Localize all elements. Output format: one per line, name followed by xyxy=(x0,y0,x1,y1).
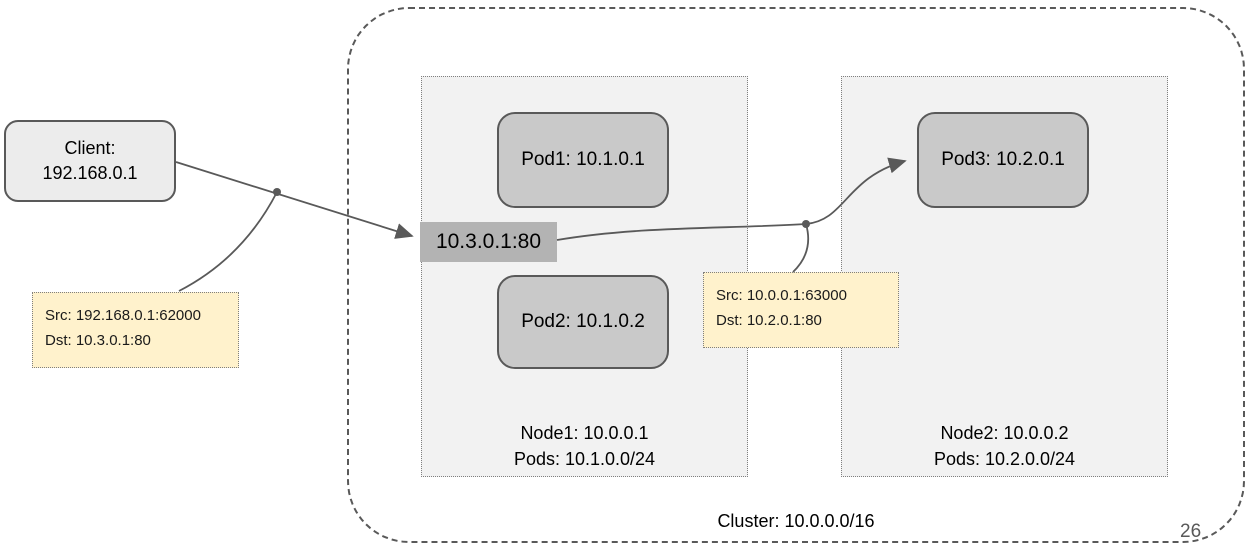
client-label-ip: 192.168.0.1 xyxy=(42,163,138,183)
note-node-packet: Src: 10.0.0.1:63000 Dst: 10.2.0.1:80 xyxy=(703,272,899,348)
page-number: 26 xyxy=(1180,521,1202,542)
node2-label-pods-cidr: Pods: 10.2.0.0/24 xyxy=(933,449,1076,469)
junction-dot-client-line xyxy=(273,188,281,196)
node2-label: Node2: 10.0.0.2 Pods: 10.2.0.0/24 xyxy=(842,420,1167,472)
note-node-packet-src: Src: 10.0.0.1:63000 xyxy=(716,287,847,304)
service-vip-text: 10.3.0.1:80 xyxy=(435,230,542,253)
cluster-boundary xyxy=(347,7,1245,543)
node1-label-pods-cidr: Pods: 10.1.0.0/24 xyxy=(513,449,656,469)
cluster-label: Cluster: 10.0.0.0/16 xyxy=(717,511,875,531)
service-vip-label: 10.3.0.1:80 xyxy=(420,222,557,262)
client-box: Client: 192.168.0.1 xyxy=(4,120,176,202)
pod2-box: Pod2: 10.1.0.2 xyxy=(497,275,669,369)
pod3-box: Pod3: 10.2.0.1 xyxy=(917,112,1089,208)
client-label-title: Client: xyxy=(64,138,116,158)
node2-label-ip: Node2: 10.0.0.2 xyxy=(940,423,1069,443)
note-client-packet-src: Src: 192.168.0.1:62000 xyxy=(45,307,201,324)
line-note1-connector xyxy=(178,191,278,292)
pod3-label: Pod3: 10.2.0.1 xyxy=(941,149,1065,170)
note-node-packet-dst: Dst: 10.2.0.1:80 xyxy=(716,312,822,329)
note-client-packet-dst: Dst: 10.3.0.1:80 xyxy=(45,332,151,349)
pod1-label: Pod1: 10.1.0.1 xyxy=(521,149,645,170)
node1-label-ip: Node1: 10.0.0.1 xyxy=(520,423,649,443)
pod2-label: Pod2: 10.1.0.2 xyxy=(521,311,645,332)
node1-label: Node1: 10.0.0.1 Pods: 10.1.0.0/24 xyxy=(422,420,747,472)
note-client-packet: Src: 192.168.0.1:62000 Dst: 10.3.0.1:80 xyxy=(32,292,239,368)
pod1-box: Pod1: 10.1.0.1 xyxy=(497,112,669,208)
